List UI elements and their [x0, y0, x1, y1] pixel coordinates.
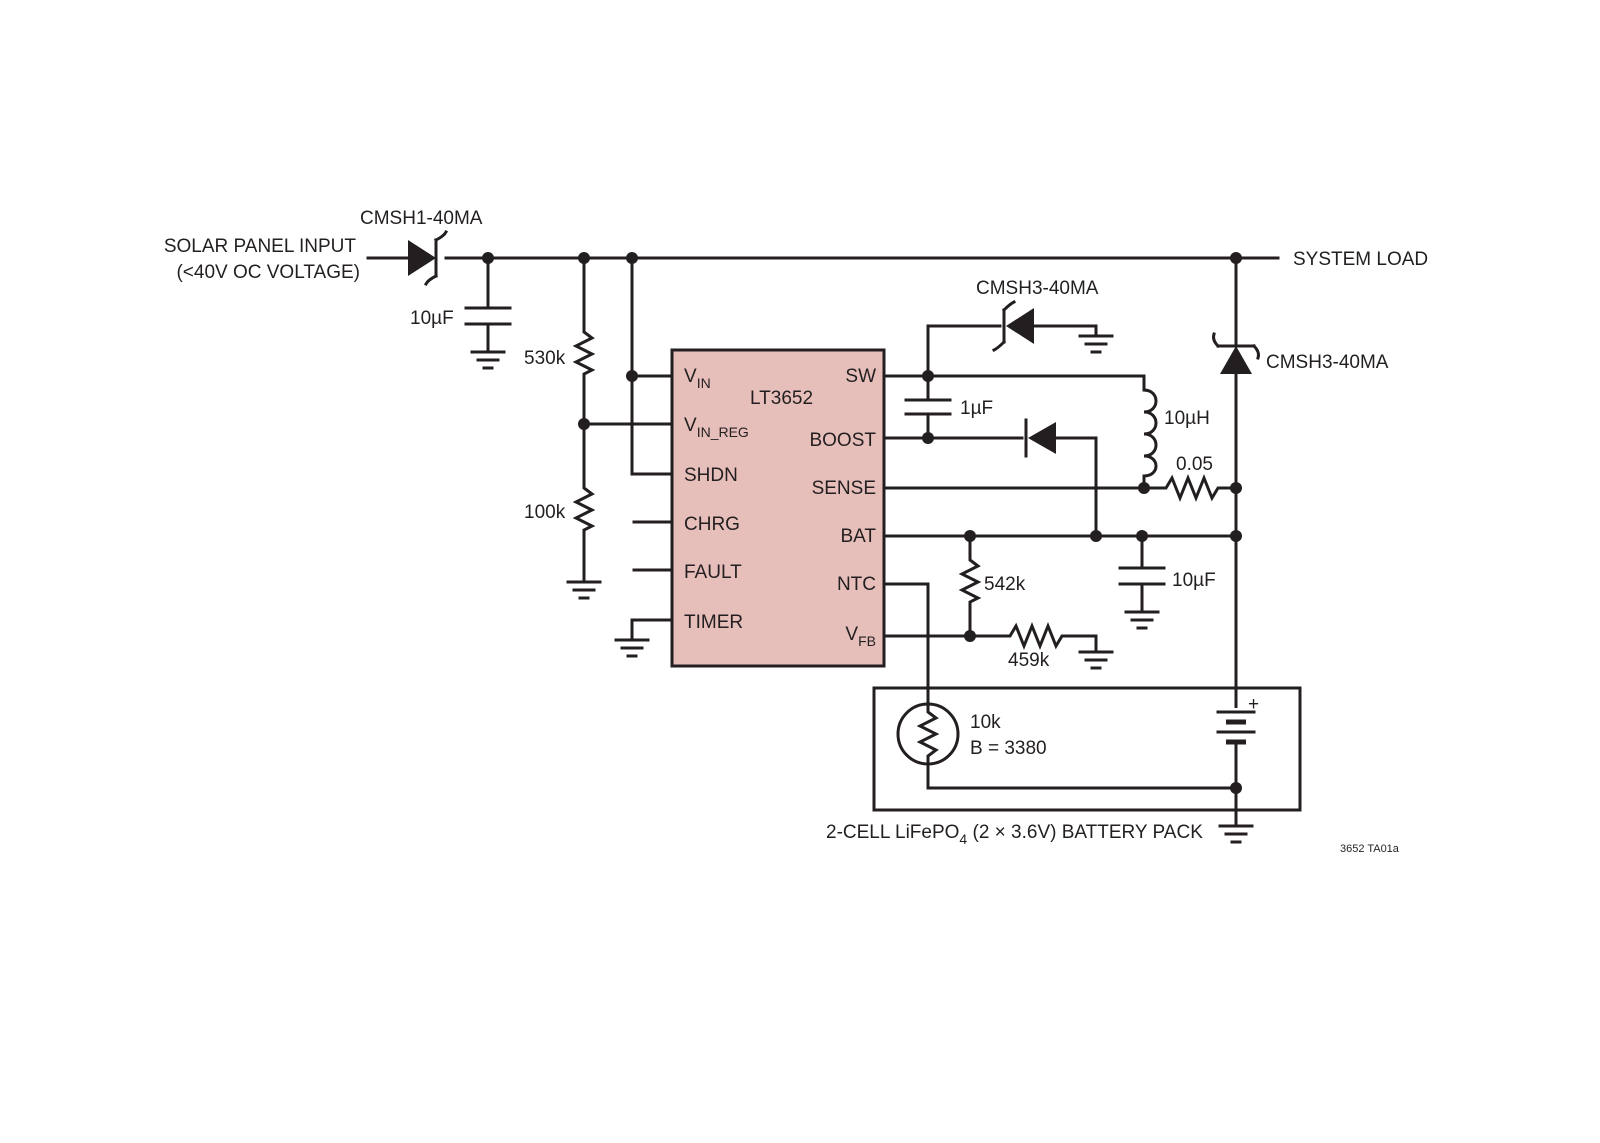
- figure-id: 3652 TA01a: [1340, 843, 1400, 855]
- vin-wire: [630, 256, 674, 476]
- boost-capacitor: [904, 374, 952, 440]
- c-boost-label: 1µF: [960, 398, 993, 419]
- battery-cell-symbol: [1216, 708, 1256, 745]
- battery-pack-label: 2-CELL LiFePO4 (2 × 3.6V) BATTERY PACK: [826, 822, 1203, 847]
- input-schottky-diode: [408, 229, 449, 287]
- bat-capacitor: [1118, 534, 1166, 630]
- pin-sense: SENSE: [812, 478, 876, 499]
- r-fb-top-label: 542k: [984, 574, 1026, 595]
- system-load-label: SYSTEM LOAD: [1293, 249, 1428, 270]
- pin-vin: VIN: [684, 366, 711, 391]
- junction-dots: [482, 252, 1242, 794]
- inductor: [1142, 388, 1158, 490]
- pin-ntc: NTC: [837, 574, 876, 595]
- sw-schottky-ground: [1078, 334, 1114, 354]
- r-fb-bottom-label: 459k: [1008, 650, 1050, 671]
- ic-body: [670, 348, 886, 668]
- pin-bat: BAT: [840, 526, 876, 547]
- input-capacitor: [464, 256, 512, 370]
- pin-timer: TIMER: [684, 612, 743, 633]
- r-top-label: 530k: [524, 348, 566, 369]
- resistor-divider-bottom: [566, 422, 602, 600]
- sense-wire: [882, 473, 1238, 503]
- c-input-label: 10µF: [410, 308, 454, 329]
- input-label-line2: (<40V OC VOLTAGE): [176, 262, 360, 283]
- d-load-label: CMSH3-40MA: [1266, 352, 1389, 373]
- thermistor-beta-label: B = 3380: [970, 738, 1047, 759]
- d-boost-sw-label: CMSH3-40MA: [976, 278, 1099, 299]
- load-schottky-diode: [1212, 332, 1260, 374]
- pin-vin-reg: VIN_REG: [684, 415, 749, 440]
- resistor-divider-top: [572, 256, 596, 426]
- pin-shdn: SHDN: [684, 465, 738, 486]
- pin-sw: SW: [845, 366, 876, 387]
- ntc-wire: [882, 582, 930, 704]
- r-bottom-label: 100k: [524, 502, 566, 523]
- thermistor: [896, 700, 1238, 790]
- boost-diode: [1024, 418, 1056, 458]
- sw-wire: [882, 374, 1146, 392]
- sw-schottky-diode: [991, 299, 1034, 353]
- l-main-label: 10µH: [1164, 408, 1210, 429]
- boost-wire: [882, 436, 1098, 538]
- fb-ground: [1078, 650, 1114, 670]
- pin-vfb: VFB: [845, 624, 876, 649]
- thermistor-value-label: 10k: [970, 712, 1001, 733]
- pin-chrg: CHRG: [684, 514, 740, 535]
- ic-name: LT3652: [750, 388, 813, 409]
- timer-ground: [614, 618, 674, 658]
- input-label-line1: SOLAR PANEL INPUT: [164, 236, 357, 257]
- battery-plus-sign: +: [1248, 694, 1259, 715]
- d-input-label: CMSH1-40MA: [360, 208, 483, 229]
- pin-boost: BOOST: [809, 430, 876, 451]
- vfb-wire: [882, 621, 1098, 654]
- resistor-fb-top: [958, 534, 982, 638]
- pin-fault: FAULT: [684, 562, 742, 583]
- pack-ground: [1218, 786, 1254, 844]
- battery-pack-box: [872, 686, 1302, 812]
- r-sense-label: 0.05: [1176, 454, 1213, 475]
- c-bat-label: 10µF: [1172, 570, 1216, 591]
- sw-schottky-wire: [926, 324, 1098, 378]
